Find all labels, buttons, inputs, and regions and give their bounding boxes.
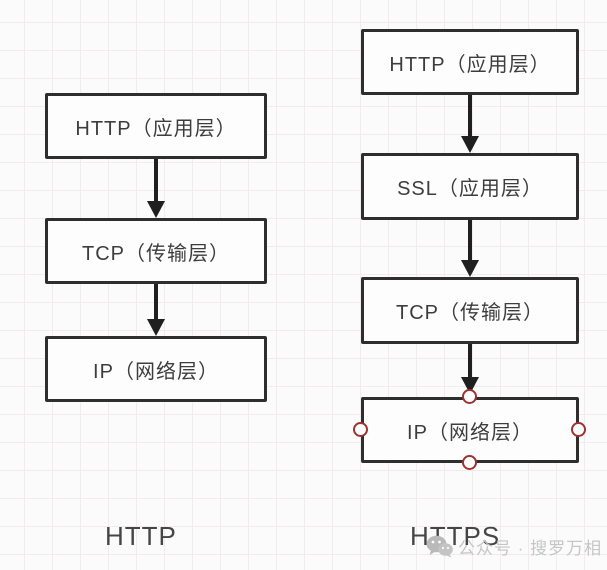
right-arrow-ssl-to-tcp[interactable] <box>460 220 480 277</box>
left-stack-caption: HTTP <box>105 521 177 551</box>
box-label: IP（网络层） <box>407 421 533 444</box>
left-box-http-application-layer[interactable]: HTTP（应用层） <box>45 93 267 159</box>
box-label: TCP（传输层） <box>396 302 544 324</box>
left-arrow-tcp-to-ip[interactable] <box>146 284 166 336</box>
box-label: TCP（传输层） <box>82 242 230 265</box>
selection-handle-left[interactable] <box>353 422 368 437</box>
left-box-ip-network-layer[interactable]: IP（网络层） <box>45 336 267 402</box>
right-arrow-tcp-to-ip[interactable] <box>460 344 480 394</box>
box-label: HTTP（应用层） <box>389 53 551 76</box>
left-arrow-http-to-tcp[interactable] <box>146 159 166 218</box>
box-label: SSL（应用层） <box>397 178 543 200</box>
arrow-shaft <box>154 284 158 324</box>
arrow-shaft <box>154 159 158 206</box>
box-label: IP（网络层） <box>93 360 219 383</box>
arrow-head-icon <box>147 319 165 336</box>
arrow-shaft <box>468 220 472 265</box>
right-box-http-application-layer[interactable]: HTTP（应用层） <box>361 29 579 95</box>
box-label: HTTP（应用层） <box>75 117 237 140</box>
right-box-ip-network-layer[interactable]: IP（网络层） <box>361 397 579 463</box>
left-box-tcp-transport-layer[interactable]: TCP（传输层） <box>45 218 267 284</box>
watermark: 公众号 · 搜罗万相 <box>426 534 602 559</box>
right-box-tcp-transport-layer[interactable]: TCP（传输层） <box>361 277 579 344</box>
arrow-shaft <box>468 344 472 382</box>
watermark-text: 公众号 · 搜罗万相 <box>458 539 603 558</box>
selection-handle-right[interactable] <box>571 422 586 437</box>
wechat-icon <box>426 535 453 558</box>
arrow-head-icon <box>461 260 479 277</box>
right-box-ssl-application-layer[interactable]: SSL（应用层） <box>361 153 579 220</box>
arrow-shaft <box>468 95 472 141</box>
selection-handle-bottom[interactable] <box>462 455 477 470</box>
selection-handle-top[interactable] <box>462 389 477 404</box>
arrow-head-icon <box>147 201 165 218</box>
arrow-head-icon <box>461 136 479 153</box>
right-arrow-http-to-ssl[interactable] <box>460 95 480 153</box>
right-stack-caption: HTTPS <box>410 521 501 551</box>
